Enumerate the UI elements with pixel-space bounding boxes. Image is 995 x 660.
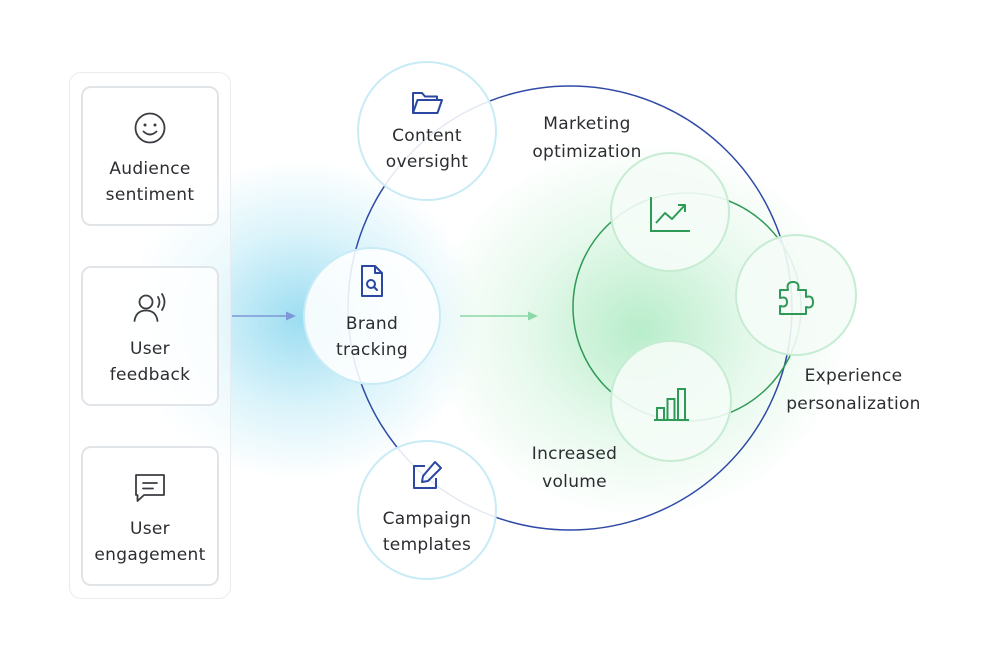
puzzle-icon bbox=[779, 281, 814, 315]
node-label: Content oversight bbox=[385, 126, 469, 172]
input-card-user-engagement: User engagement bbox=[81, 446, 219, 586]
node-marketing-optimization bbox=[610, 152, 730, 272]
label-marketing-optimization: Marketing optimization bbox=[532, 114, 642, 162]
node-brand-tracking: Brand tracking bbox=[303, 247, 441, 385]
chat-bubble-icon bbox=[135, 474, 165, 502]
node-label: Campaign templates bbox=[382, 509, 472, 555]
person-speaking-icon bbox=[133, 293, 166, 322]
edit-icon bbox=[413, 461, 442, 489]
document-search-icon bbox=[361, 265, 383, 297]
input-label: Audience sentiment bbox=[105, 159, 195, 205]
line-chart-icon bbox=[650, 197, 690, 232]
node-content-oversight: Content oversight bbox=[357, 61, 497, 201]
input-label: User engagement bbox=[94, 519, 206, 565]
input-card-audience-sentiment: Audience sentiment bbox=[81, 86, 219, 226]
label-increased-volume: Increased volume bbox=[531, 444, 618, 492]
input-label: User feedback bbox=[109, 339, 191, 385]
input-card-user-feedback: User feedback bbox=[81, 266, 219, 406]
node-campaign-templates: Campaign templates bbox=[357, 440, 497, 580]
arrow-brand-to-cluster-head bbox=[528, 311, 538, 321]
label-experience-personalization: Experience personalization bbox=[786, 366, 921, 414]
arrow-inputs-to-brand-head bbox=[286, 311, 296, 321]
smiley-face-icon bbox=[134, 112, 166, 144]
bar-chart-icon bbox=[654, 388, 689, 421]
node-label: Brand tracking bbox=[336, 314, 408, 360]
node-increased-volume bbox=[610, 340, 732, 462]
node-experience-personalization bbox=[735, 234, 857, 356]
folder-icon bbox=[412, 92, 443, 114]
